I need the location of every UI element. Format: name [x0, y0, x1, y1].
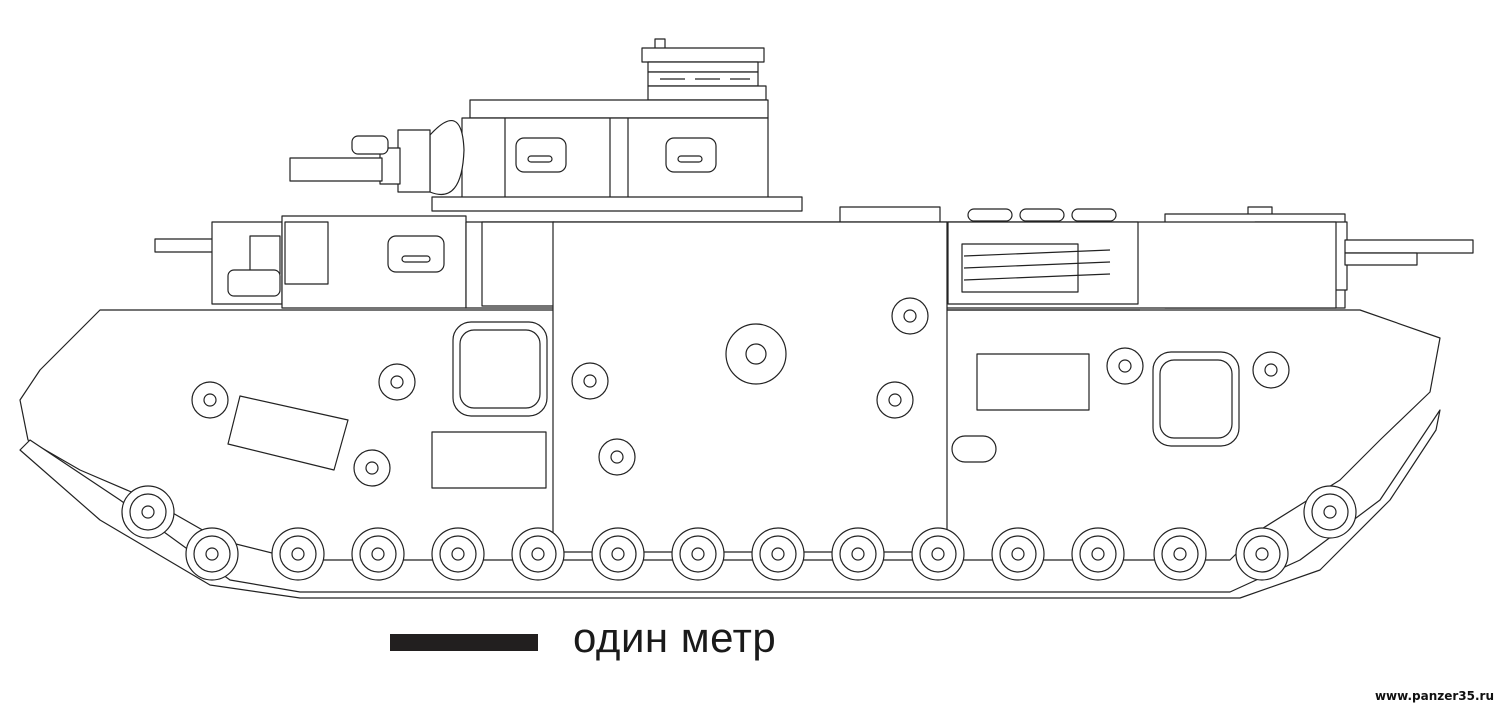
road-wheel-part — [1256, 548, 1268, 560]
road-wheel-part — [206, 548, 218, 560]
road-wheel-part — [692, 548, 704, 560]
road-wheel-part — [852, 548, 864, 560]
suspension-hubs — [192, 298, 1289, 486]
road-wheel-part — [372, 548, 384, 560]
road-wheel-part — [1012, 548, 1024, 560]
front-secondary-turret — [155, 216, 466, 308]
road-wheel-part — [452, 548, 464, 560]
road-wheel-part — [1174, 548, 1186, 560]
main-turret — [290, 100, 802, 211]
road-wheel-part — [142, 506, 154, 518]
road-wheel-part — [932, 548, 944, 560]
road-wheel-part — [1324, 506, 1336, 518]
road-wheel-part — [1092, 548, 1104, 560]
track — [20, 410, 1440, 598]
side-doors — [453, 322, 1239, 446]
watermark: www.panzer35.ru — [1374, 689, 1494, 703]
scale-bar — [390, 634, 538, 651]
road-wheel-part — [292, 548, 304, 560]
road-wheel-part — [772, 548, 784, 560]
commander-cupola — [642, 39, 766, 100]
road-wheel-part — [612, 548, 624, 560]
stowage-boxes — [228, 354, 1089, 488]
center-side-plate — [553, 222, 947, 552]
road-wheel-part — [532, 548, 544, 560]
road-wheels — [122, 486, 1356, 580]
hull-roof-fittings — [840, 207, 1272, 223]
scale-label: один метр — [573, 614, 777, 661]
